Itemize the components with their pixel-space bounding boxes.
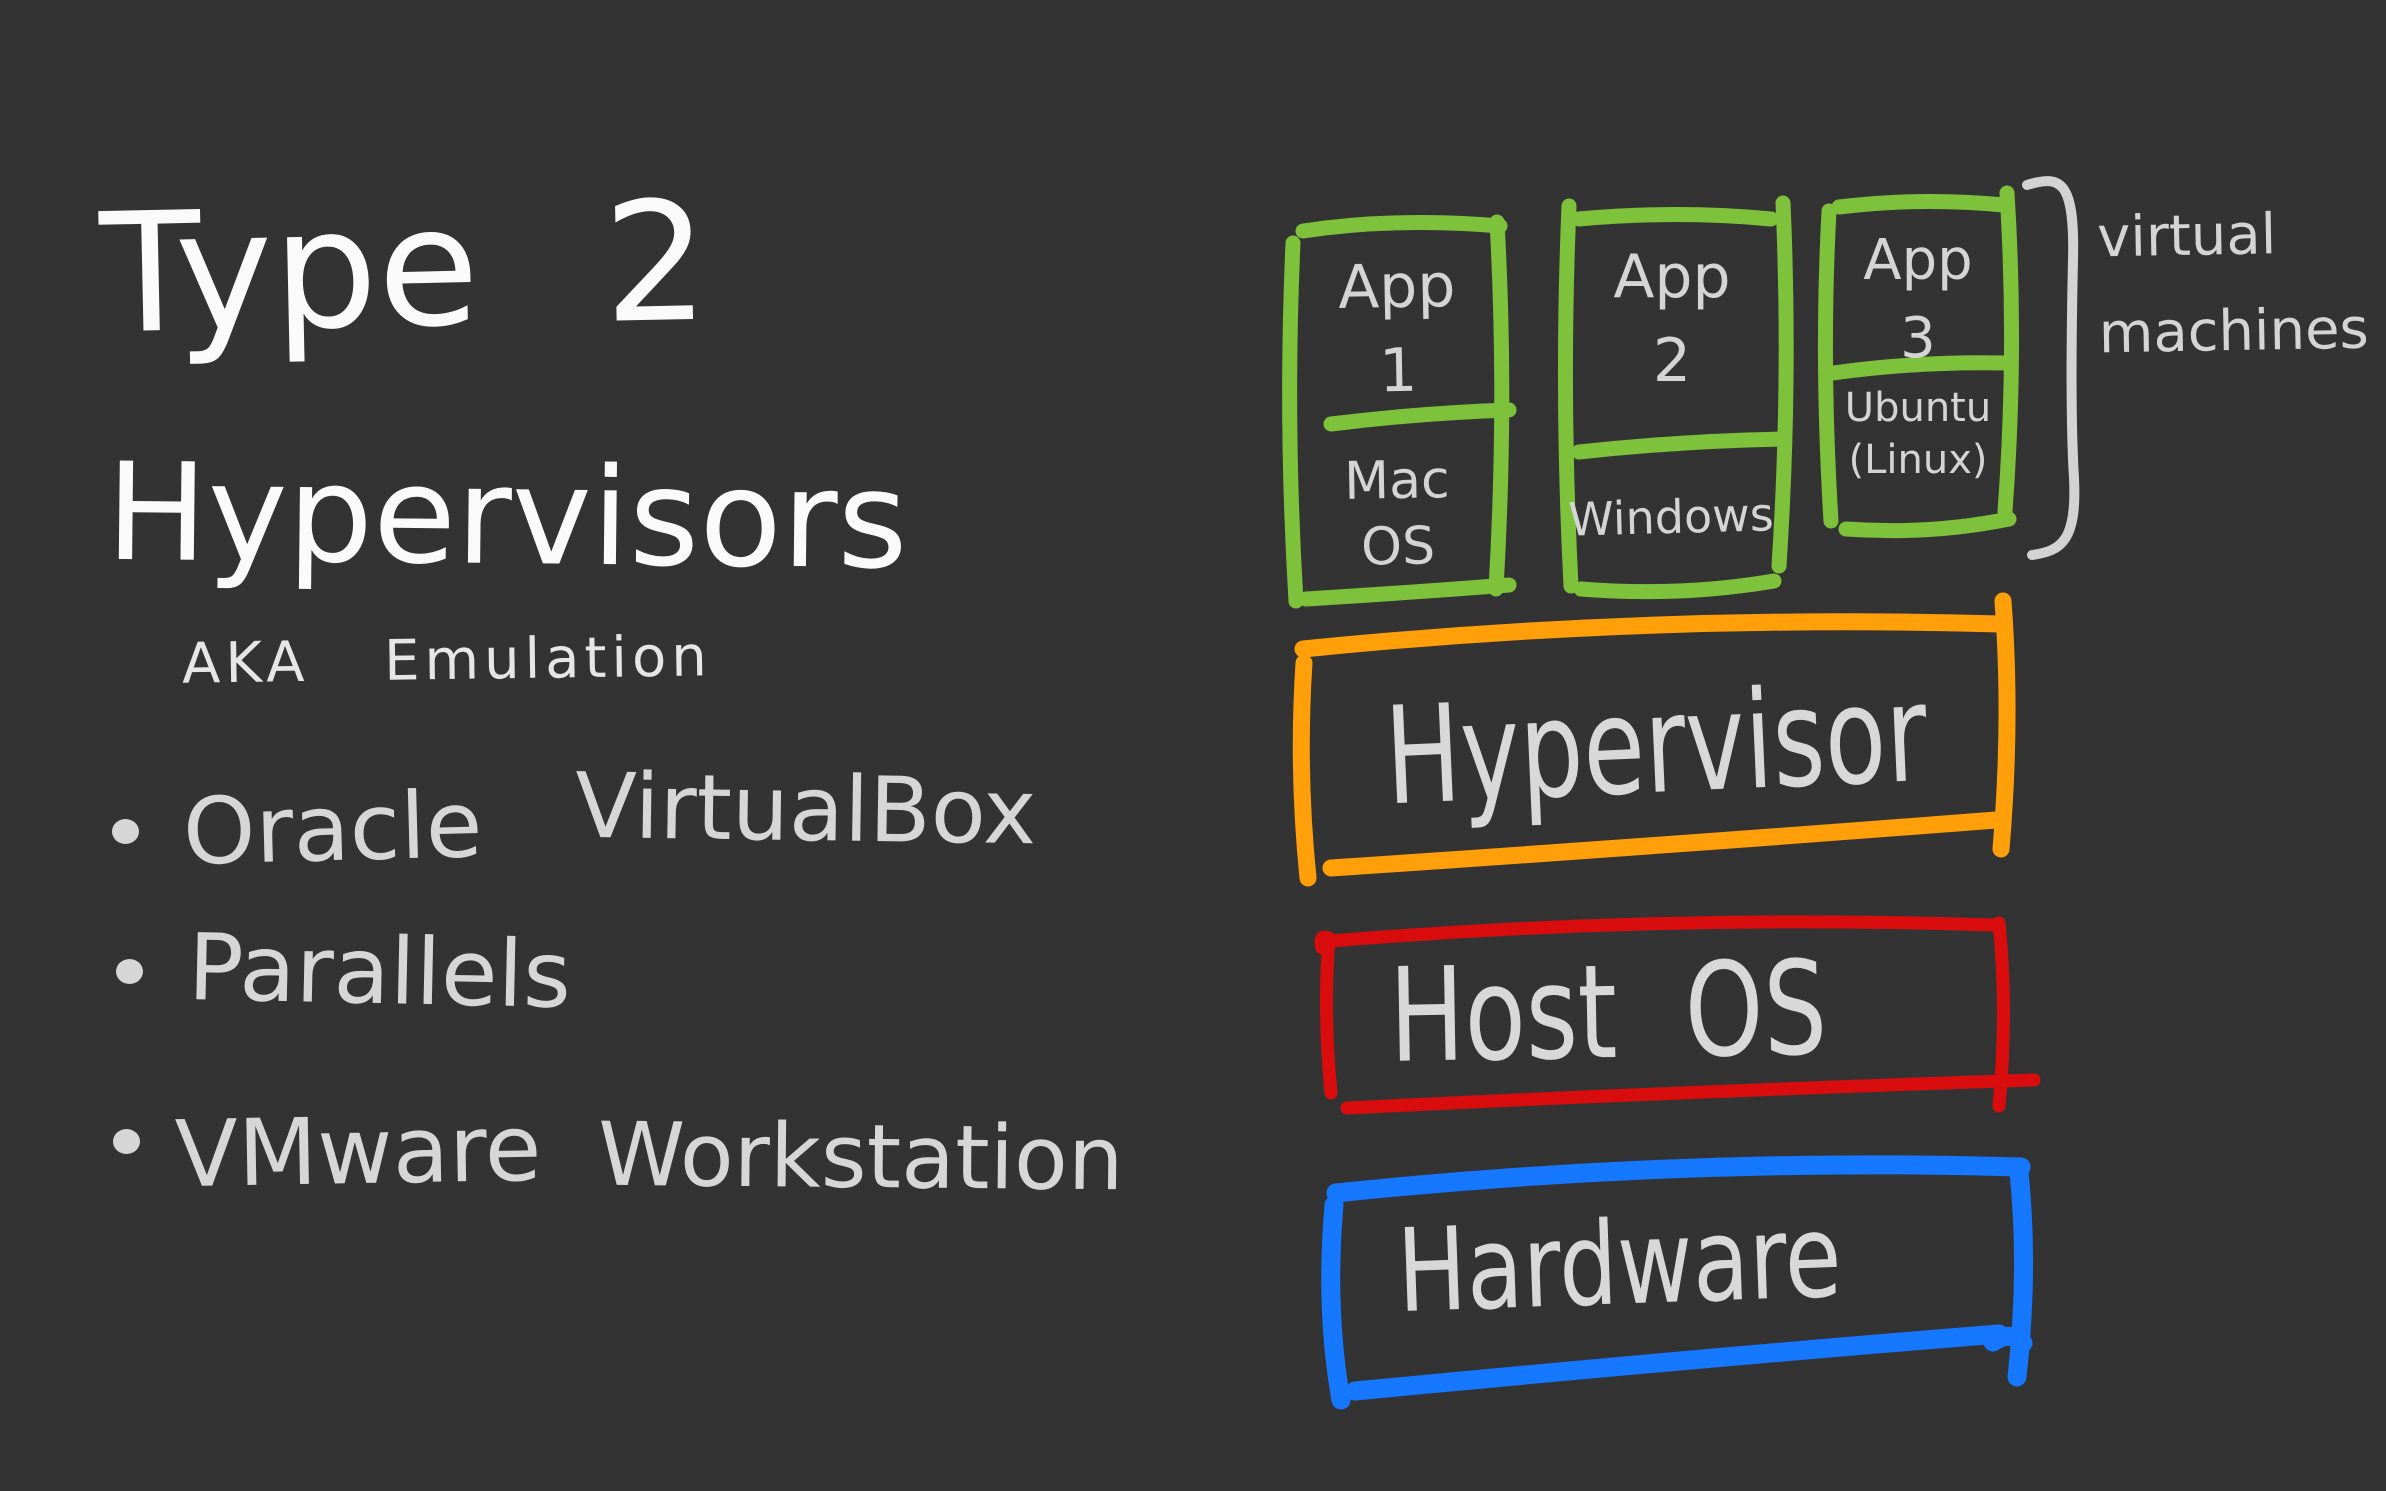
vm2-top-edge [1571,207,1779,227]
host-os-box-border [1314,915,2041,1115]
vm3-top-edge [1831,193,2012,215]
virtual-machines-caption: virtual machines [2096,186,2370,383]
vm3-divider [1825,355,2015,381]
hypervisor-right-edge [1992,592,2016,858]
host-os-left-edge [1314,930,1338,1100]
bullet-dot [112,819,139,844]
vm3-os-label: Ubuntu (Linux) [1832,382,2004,486]
vm1-bottom-edge [1298,577,1517,607]
vm1-os-line2: OS [1360,516,1436,578]
hypervisor-layer-label: Hypervisor [1382,654,1931,836]
virtual-machines-caption-line1: virtual [2096,202,2277,271]
hypervisor-left-edge [1292,654,1317,887]
vm-bracket [2022,176,2080,560]
vm1-app-line2: 1 [1378,335,1418,407]
vm1-os-label: Mac OS [1299,446,1496,581]
hardware-box-border [1321,1155,2034,1410]
page-title-line1: Type 2 [98,165,711,371]
vm1-os-line1: Mac [1343,450,1451,512]
vm2-box-border [1557,195,1794,600]
vm1-box-border [1282,214,1517,609]
vm3-right-edge [1997,185,2020,519]
vm2-app-label: App 2 [1572,235,1772,403]
bullet-item-vmware-product: Workstation [597,1102,1125,1211]
hypervisor-box-border [1292,592,2016,887]
bullet-dot [113,1129,140,1154]
bullet-item-oracle: Oracle [181,771,484,886]
bullet-dot [116,959,143,984]
vm1-left-edge [1282,235,1304,609]
host-os-top-edge [1324,915,2001,948]
bullet-item-parallels: Parallels [186,913,573,1030]
host-os-bottom-edge [1340,1073,2041,1115]
hardware-layer-label: Hardware [1395,1189,1844,1339]
vm3-app-label: App 3 [1832,222,2004,378]
page-subtitle: AKA Emulation [181,624,713,697]
hardware-top-edge [1326,1155,2031,1203]
vm1-top-edge [1295,214,1508,239]
vm1-app-label: App 1 [1299,243,1497,414]
bullet-item-vmware: VMware [174,1094,543,1209]
vm2-right-edge [1771,195,1794,574]
vm3-app-line1: App [1863,228,1973,293]
vm3-os-line2: (Linux) [1848,437,1988,483]
vm2-app-line1: App [1613,242,1731,312]
bullet-item-oracle-product: VirtualBox [574,753,1038,866]
vm3-left-edge [1817,203,1839,529]
hardware-bottom-tick [1983,1326,2033,1353]
vm3-os-line1: Ubuntu [1844,385,1992,431]
hypervisor-bottom-edge [1322,811,2005,877]
vm1-right-edge [1488,214,1510,597]
vm2-divider [1571,431,1791,460]
vm3-box-border [1817,185,2020,539]
hypervisor-top-edge [1294,613,2010,658]
vm2-left-edge [1557,198,1579,594]
hardware-bottom-edge [1345,1324,2009,1401]
virtual-machines-caption-line2: machines [2098,296,2370,367]
vm-bracket-path [2022,176,2080,560]
host-os-layer-label: Host OS [1388,932,1829,1093]
vm3-app-line2: 3 [1900,306,1936,371]
vm1-app-line1: App [1337,250,1456,324]
vm3-bottom-edge [1838,511,2017,539]
page-title-line2: Hypervisors [105,433,909,600]
vm2-os-label: Windows [1561,485,1780,549]
vm2-bottom-edge [1573,573,1782,600]
vm2-os-line1: Windows [1567,487,1775,547]
hardware-left-edge [1321,1195,1351,1410]
vm1-divider [1323,402,1517,432]
vm2-app-line2: 2 [1652,326,1692,396]
